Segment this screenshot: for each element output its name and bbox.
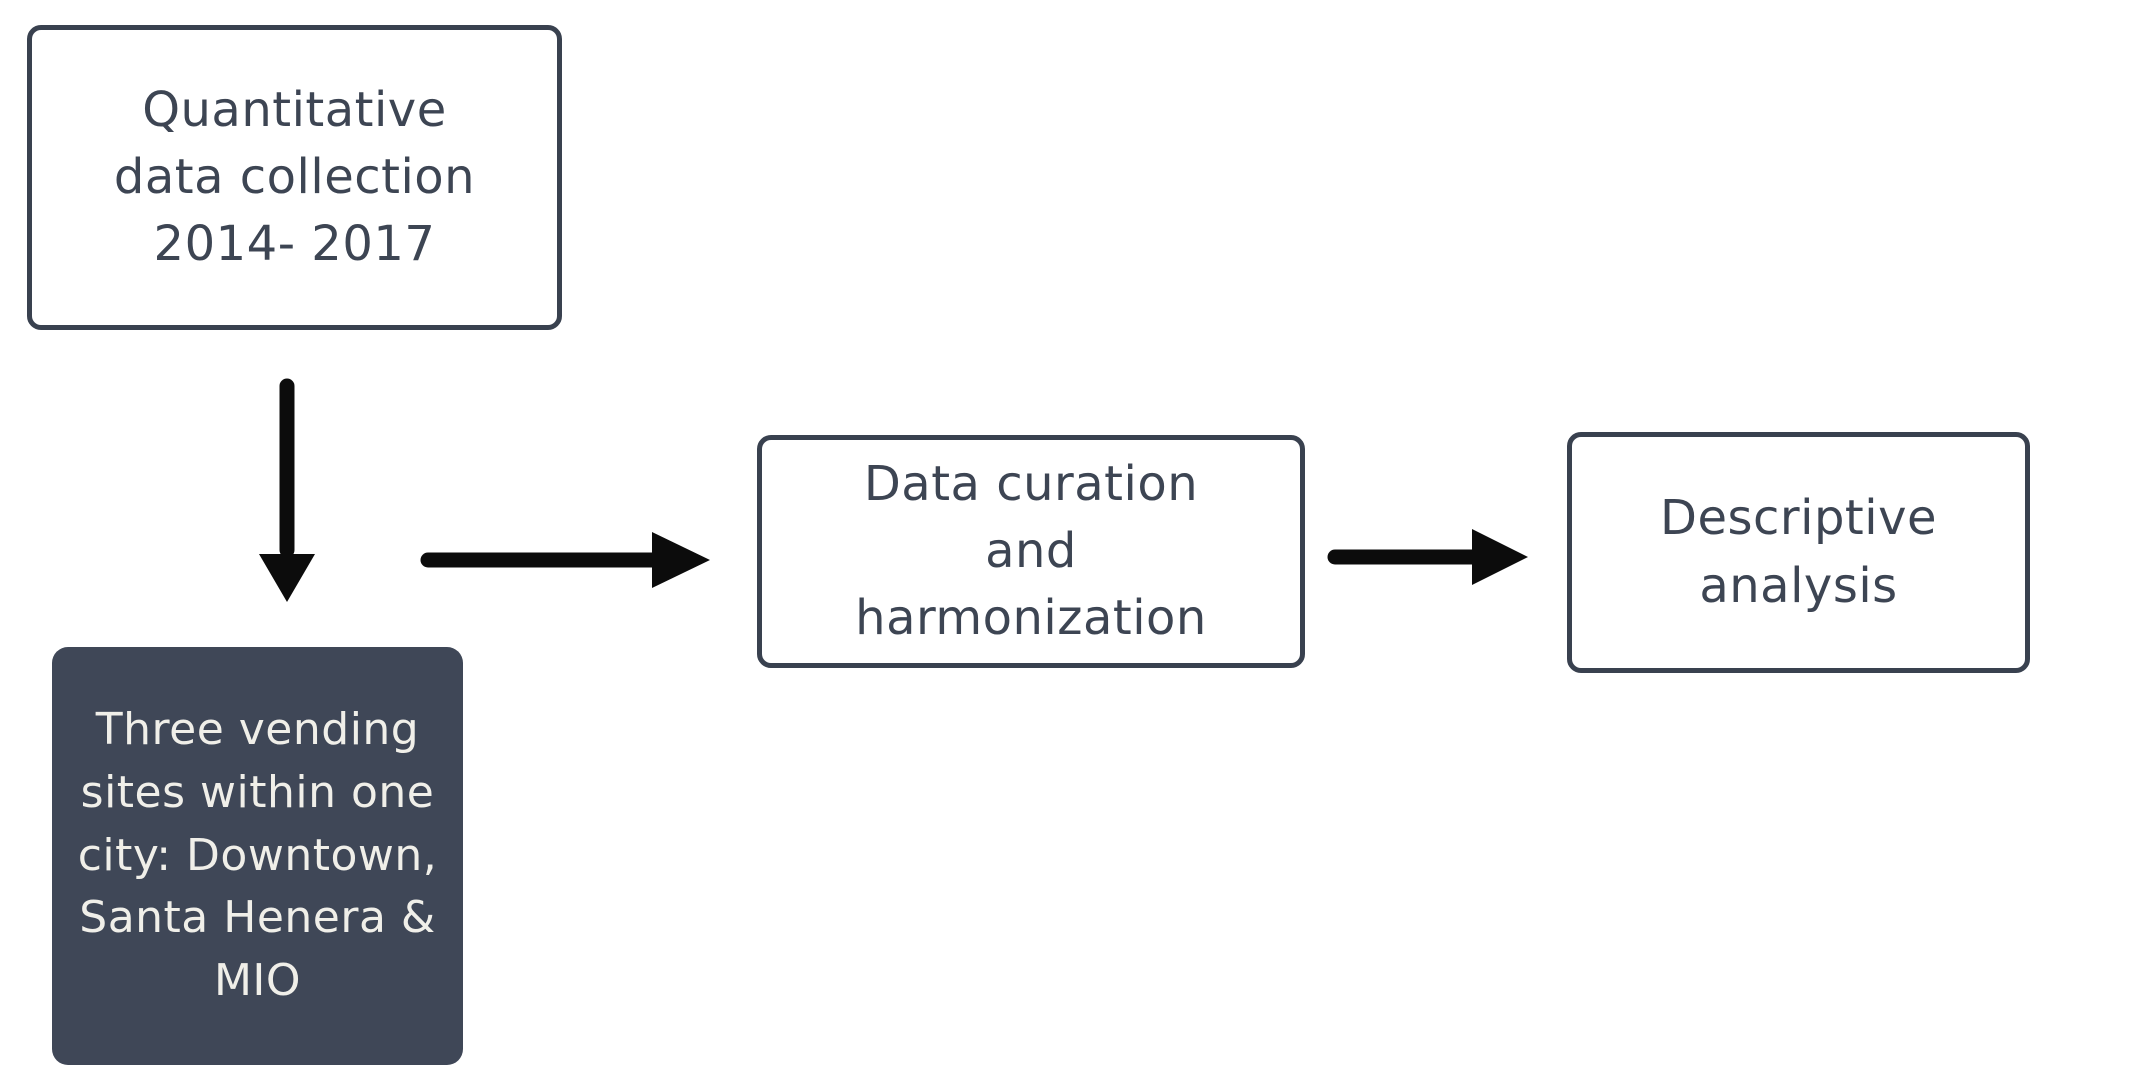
text-line: Three vending (95, 703, 420, 755)
vending-sites-label: Three vending sites within one city: Dow… (78, 699, 438, 1014)
arrow-right-icon (1327, 529, 1528, 585)
text-line: Santa Henera & (79, 892, 436, 944)
text-line: analysis (1699, 557, 1898, 614)
descriptive-analysis-label: Descriptive analysis (1660, 485, 1937, 619)
quantitative-data-collection-label: Quantitative data collection 2014- 2017 (114, 77, 475, 279)
data-curation-label: Data curation and harmonization (855, 451, 1207, 653)
text-line: data collection (113, 148, 476, 205)
text-line: city: Downtown, (77, 829, 438, 881)
text-line: Quantitative (142, 81, 447, 138)
text-line: Descriptive (1659, 490, 1938, 547)
arrow-down-icon (259, 378, 315, 602)
text-line: sites within one (80, 766, 435, 818)
text-line: and (985, 522, 1077, 579)
data-curation-box: Data curation and harmonization (757, 435, 1305, 668)
text-line: 2014- 2017 (153, 216, 436, 273)
quantitative-data-collection-box: Quantitative data collection 2014- 2017 (27, 25, 562, 330)
descriptive-analysis-box: Descriptive analysis (1567, 432, 2030, 673)
text-line: harmonization (855, 590, 1207, 647)
text-line: MIO (213, 955, 302, 1007)
arrow-right-icon (420, 532, 710, 588)
text-line: Data curation (863, 455, 1199, 512)
vending-sites-box: Three vending sites within one city: Dow… (52, 647, 463, 1065)
